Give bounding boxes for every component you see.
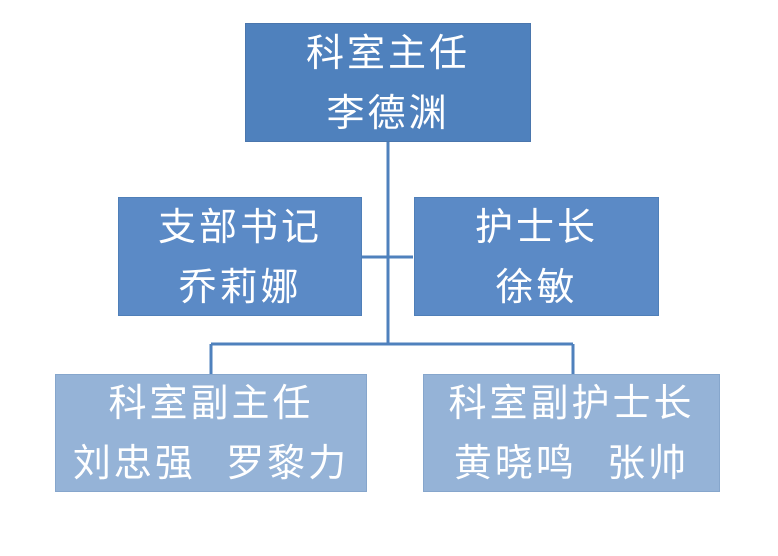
deputy-director-names: 刘忠强 罗黎力 xyxy=(72,441,350,485)
head-name: 李德渊 xyxy=(326,90,450,135)
head-nurse-name: 徐敏 xyxy=(495,264,578,309)
secretary-name: 乔莉娜 xyxy=(178,264,302,309)
head-box: 科室主任 李德渊 xyxy=(245,23,531,142)
deputy-director-box: 科室副主任 刘忠强 罗黎力 xyxy=(55,374,367,492)
head-nurse-box: 护士长 徐敏 xyxy=(414,197,659,316)
deputy-head-nurse-box: 科室副护士长 黄晓鸣 张帅 xyxy=(423,374,720,492)
secretary-title: 支部书记 xyxy=(157,204,322,249)
head-title: 科室主任 xyxy=(305,30,470,75)
deputy-head-nurse-title: 科室副护士长 xyxy=(448,381,695,425)
head-nurse-title: 护士长 xyxy=(474,204,598,249)
deputy-head-nurse-names: 黄晓鸣 张帅 xyxy=(453,441,690,485)
secretary-box: 支部书记 乔莉娜 xyxy=(118,197,362,316)
deputy-director-title: 科室副主任 xyxy=(108,381,314,425)
